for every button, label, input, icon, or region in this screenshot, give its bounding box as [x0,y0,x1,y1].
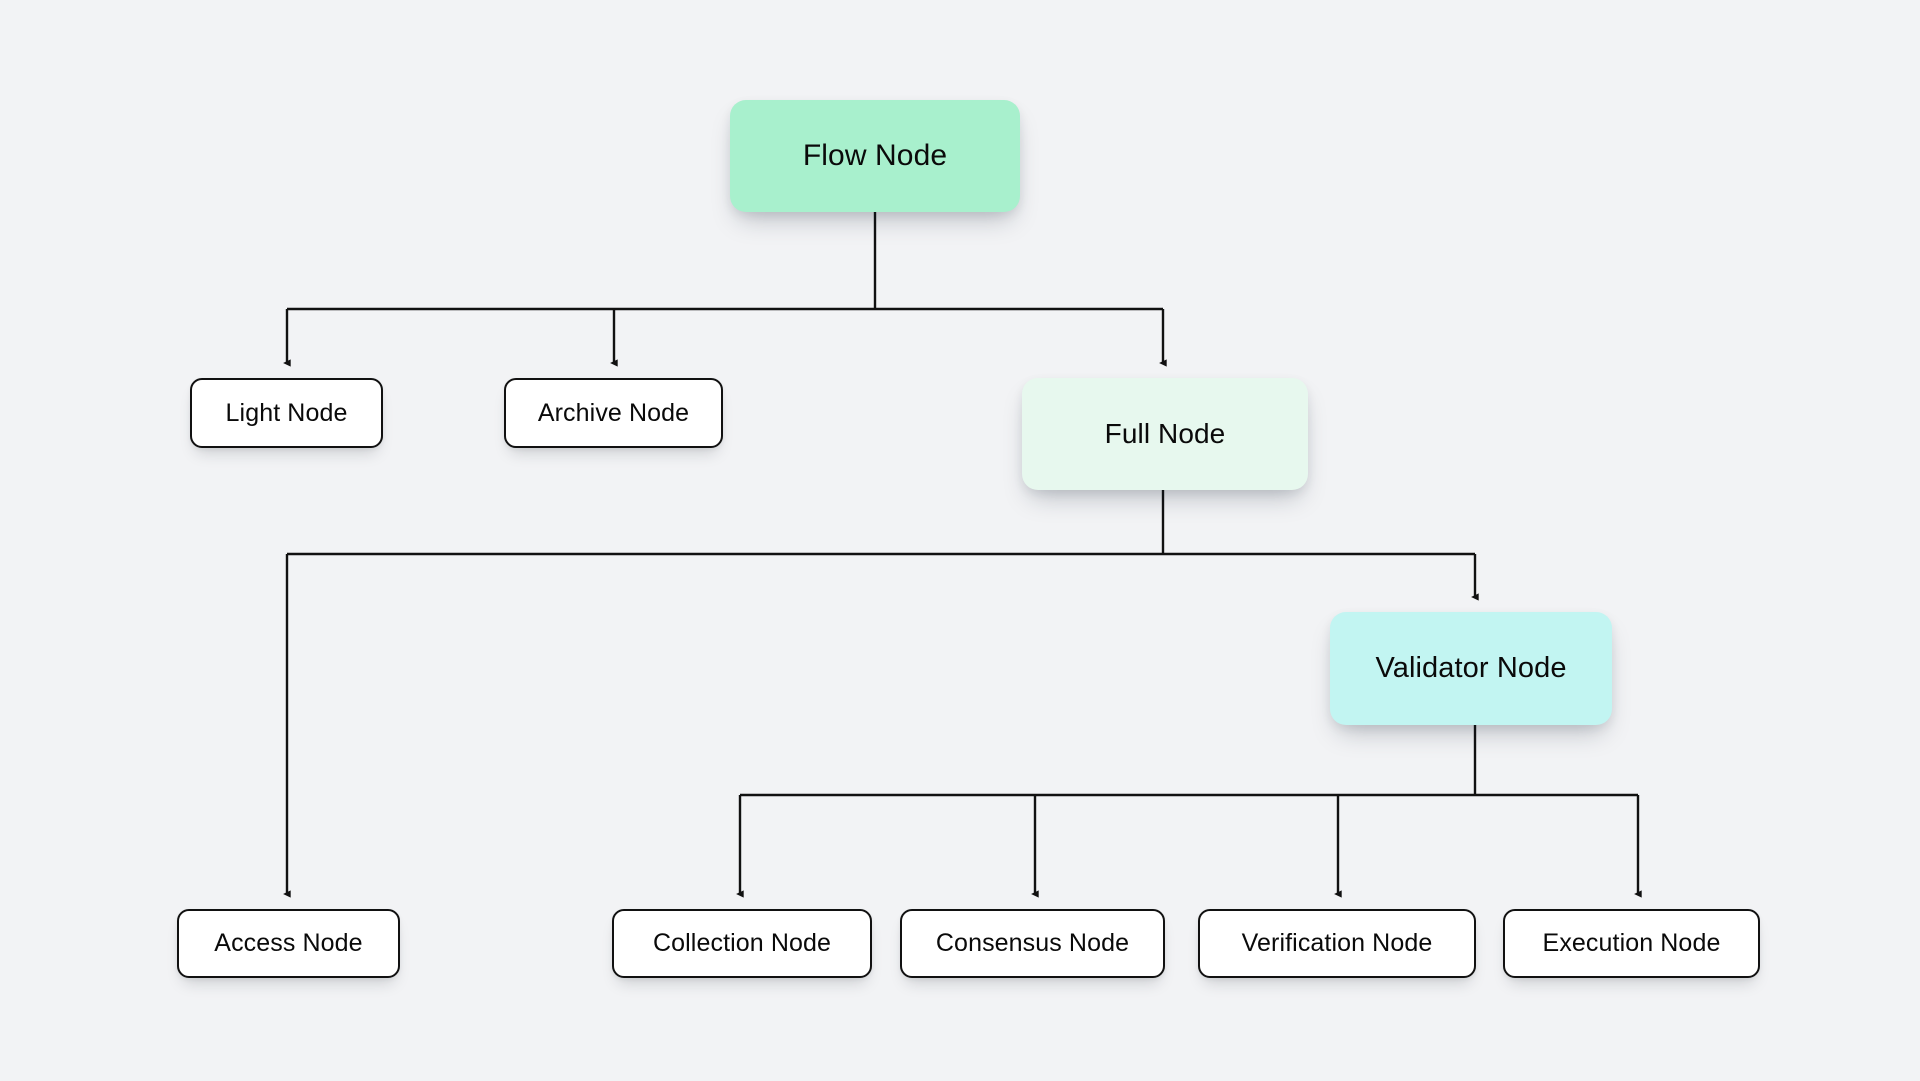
node-label-access-node: Access Node [214,929,363,958]
node-execution-node[interactable]: Execution Node [1503,909,1760,978]
node-label-consensus-node: Consensus Node [935,929,1130,958]
node-validator-node[interactable]: Validator Node [1330,612,1612,725]
node-verification-node[interactable]: Verification Node [1198,909,1476,978]
node-label-archive-node: Archive Node [537,398,690,427]
node-label-execution-node: Execution Node [1542,929,1721,958]
node-label-collection-node: Collection Node [653,929,831,958]
node-light-node[interactable]: Light Node [190,378,383,448]
node-label-verification-node: Verification Node [1241,929,1433,958]
node-flow-node[interactable]: Flow Node [730,100,1020,212]
node-label-light-node: Light Node [225,398,348,427]
node-archive-node[interactable]: Archive Node [504,378,723,448]
node-label-validator-node: Validator Node [1375,651,1567,684]
node-label-full-node: Full Node [1104,417,1226,449]
node-consensus-node[interactable]: Consensus Node [900,909,1165,978]
node-collection-node[interactable]: Collection Node [612,909,872,978]
node-full-node[interactable]: Full Node [1022,378,1308,490]
node-label-flow-node: Flow Node [802,138,948,172]
node-access-node[interactable]: Access Node [177,909,400,978]
